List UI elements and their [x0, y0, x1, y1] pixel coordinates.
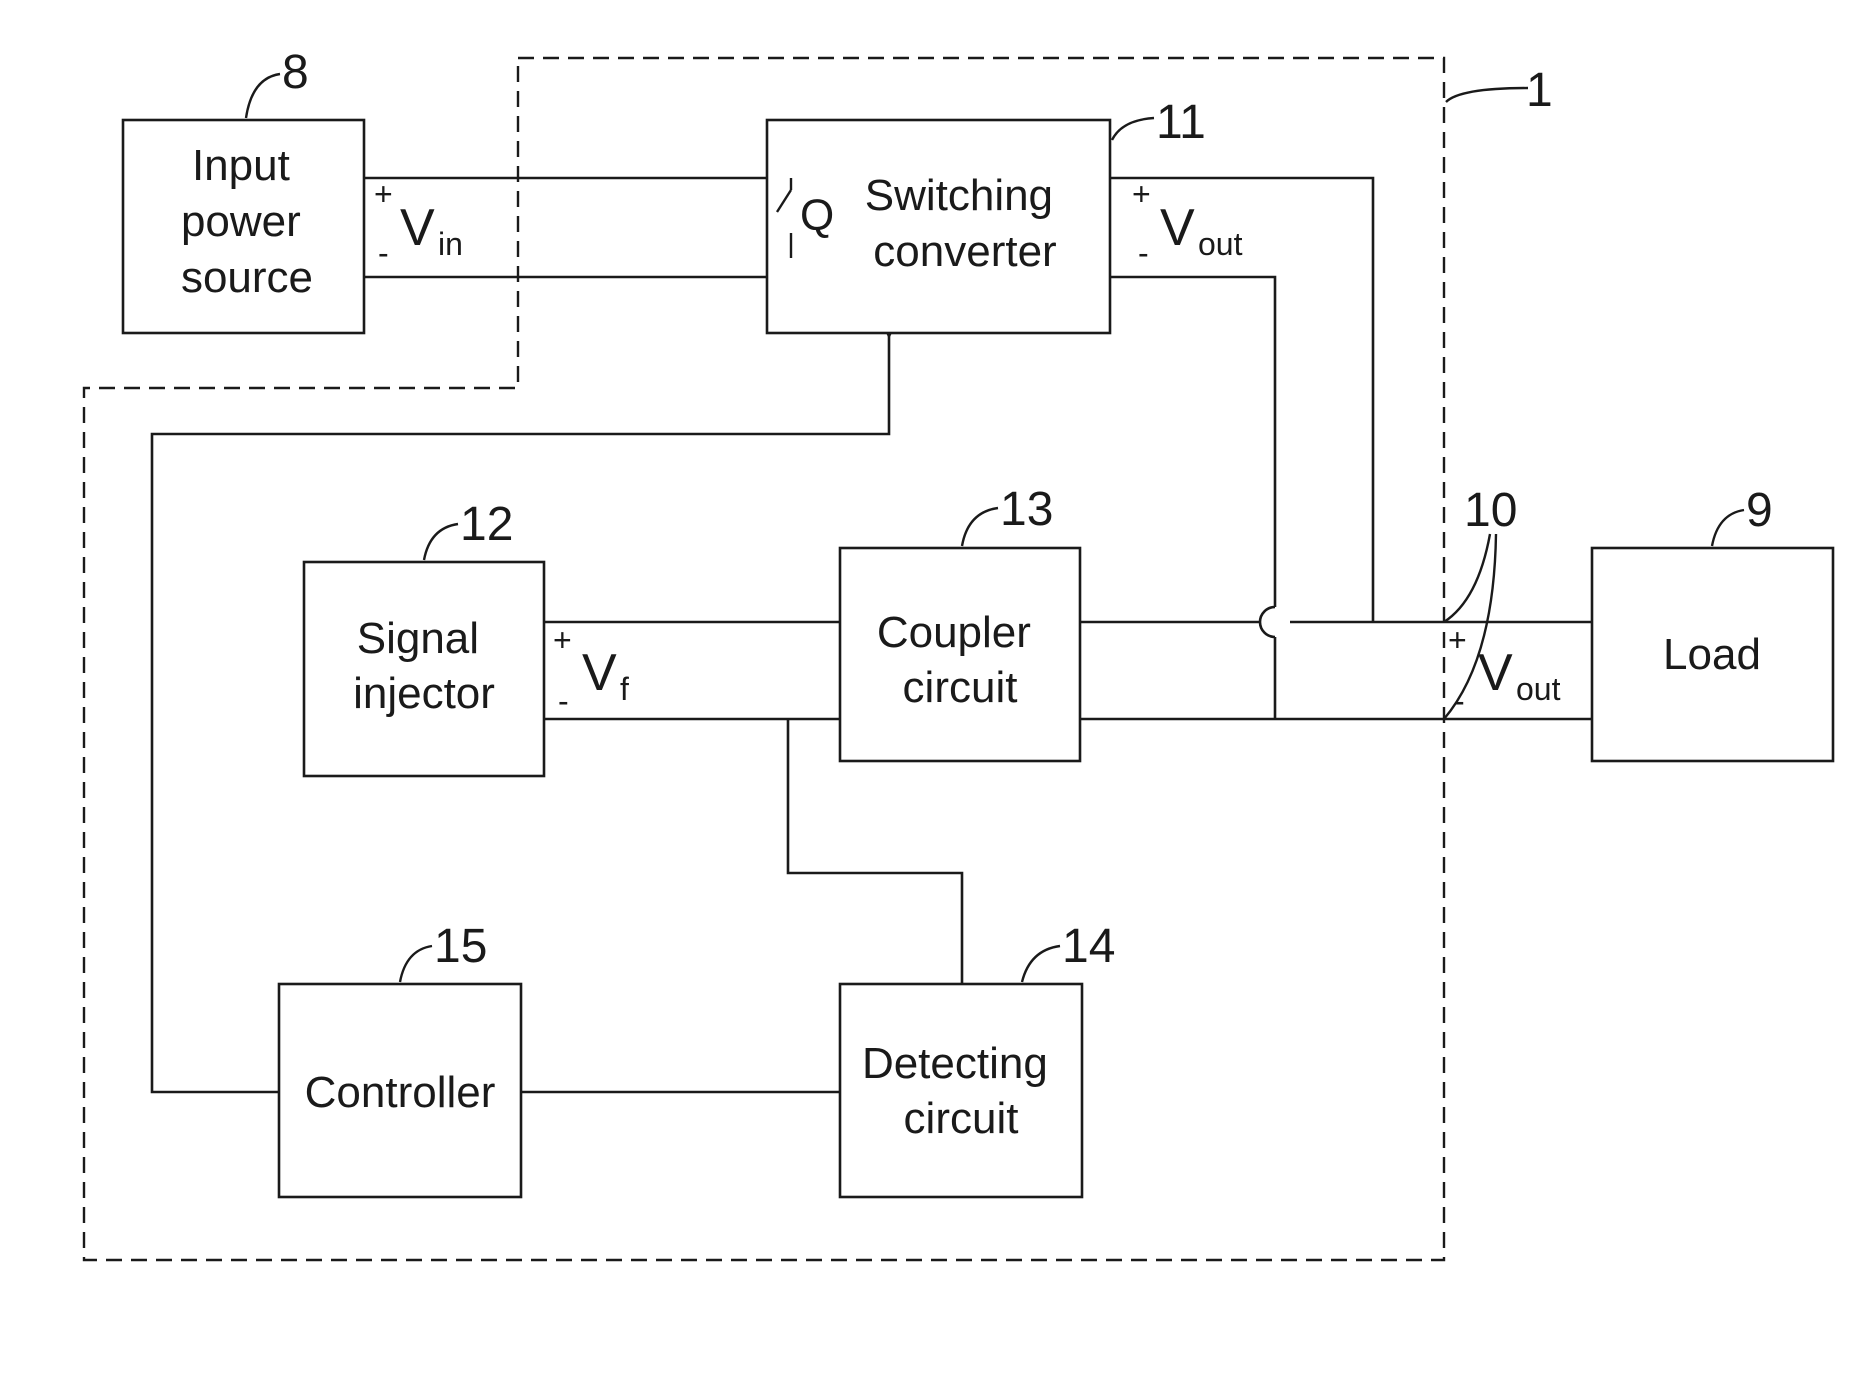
- ref-number-12: 12: [460, 498, 513, 551]
- leader-1: [1446, 88, 1528, 102]
- leader-10-positive: [1444, 534, 1490, 622]
- wire-crossover-hop: [1260, 607, 1275, 637]
- vin-subscript: in: [438, 226, 463, 262]
- input-power-source-label: Input power source: [181, 141, 313, 302]
- leader-13: [962, 508, 998, 546]
- ref-number-13: 13: [1000, 483, 1053, 536]
- detecting-circuit-block: [840, 984, 1082, 1197]
- vf-symbol: V: [582, 644, 617, 702]
- ref-number-9: 9: [1746, 484, 1773, 537]
- load-label: Load: [1663, 630, 1761, 679]
- vin-plus-sign: +: [374, 176, 393, 212]
- switch-q-label: Q: [800, 191, 834, 240]
- vf-minus-sign: -: [558, 683, 569, 719]
- ref-number-1: 1: [1526, 64, 1553, 117]
- ref-number-14: 14: [1062, 920, 1115, 973]
- vout-load-symbol: V: [1478, 644, 1513, 702]
- vf-subscript: f: [620, 671, 629, 707]
- leader-11: [1112, 118, 1154, 140]
- ref-number-8: 8: [282, 46, 309, 99]
- vout-load-minus-sign: -: [1454, 683, 1465, 719]
- vf-plus-sign: +: [553, 622, 572, 658]
- ref-number-10: 10: [1464, 484, 1517, 537]
- ref-number-11: 11: [1156, 96, 1206, 149]
- ref-number-15: 15: [434, 920, 487, 973]
- leader-12: [424, 524, 458, 560]
- vout-converter-symbol: V: [1160, 199, 1195, 257]
- vout-converter-subscript: out: [1198, 226, 1243, 262]
- leader-8: [246, 74, 280, 118]
- vin-symbol: V: [400, 199, 435, 257]
- vin-minus-sign: -: [378, 235, 389, 271]
- vout-load-plus-sign: +: [1448, 622, 1467, 658]
- leader-15: [400, 946, 432, 982]
- vout-negative-wire: [1110, 277, 1275, 607]
- leader-9: [1712, 510, 1744, 546]
- leader-14: [1022, 946, 1060, 982]
- vout-converter-minus-sign: -: [1138, 235, 1149, 271]
- vout-converter-plus-sign: +: [1132, 176, 1151, 212]
- vout-load-subscript: out: [1516, 671, 1561, 707]
- controller-label: Controller: [305, 1068, 496, 1117]
